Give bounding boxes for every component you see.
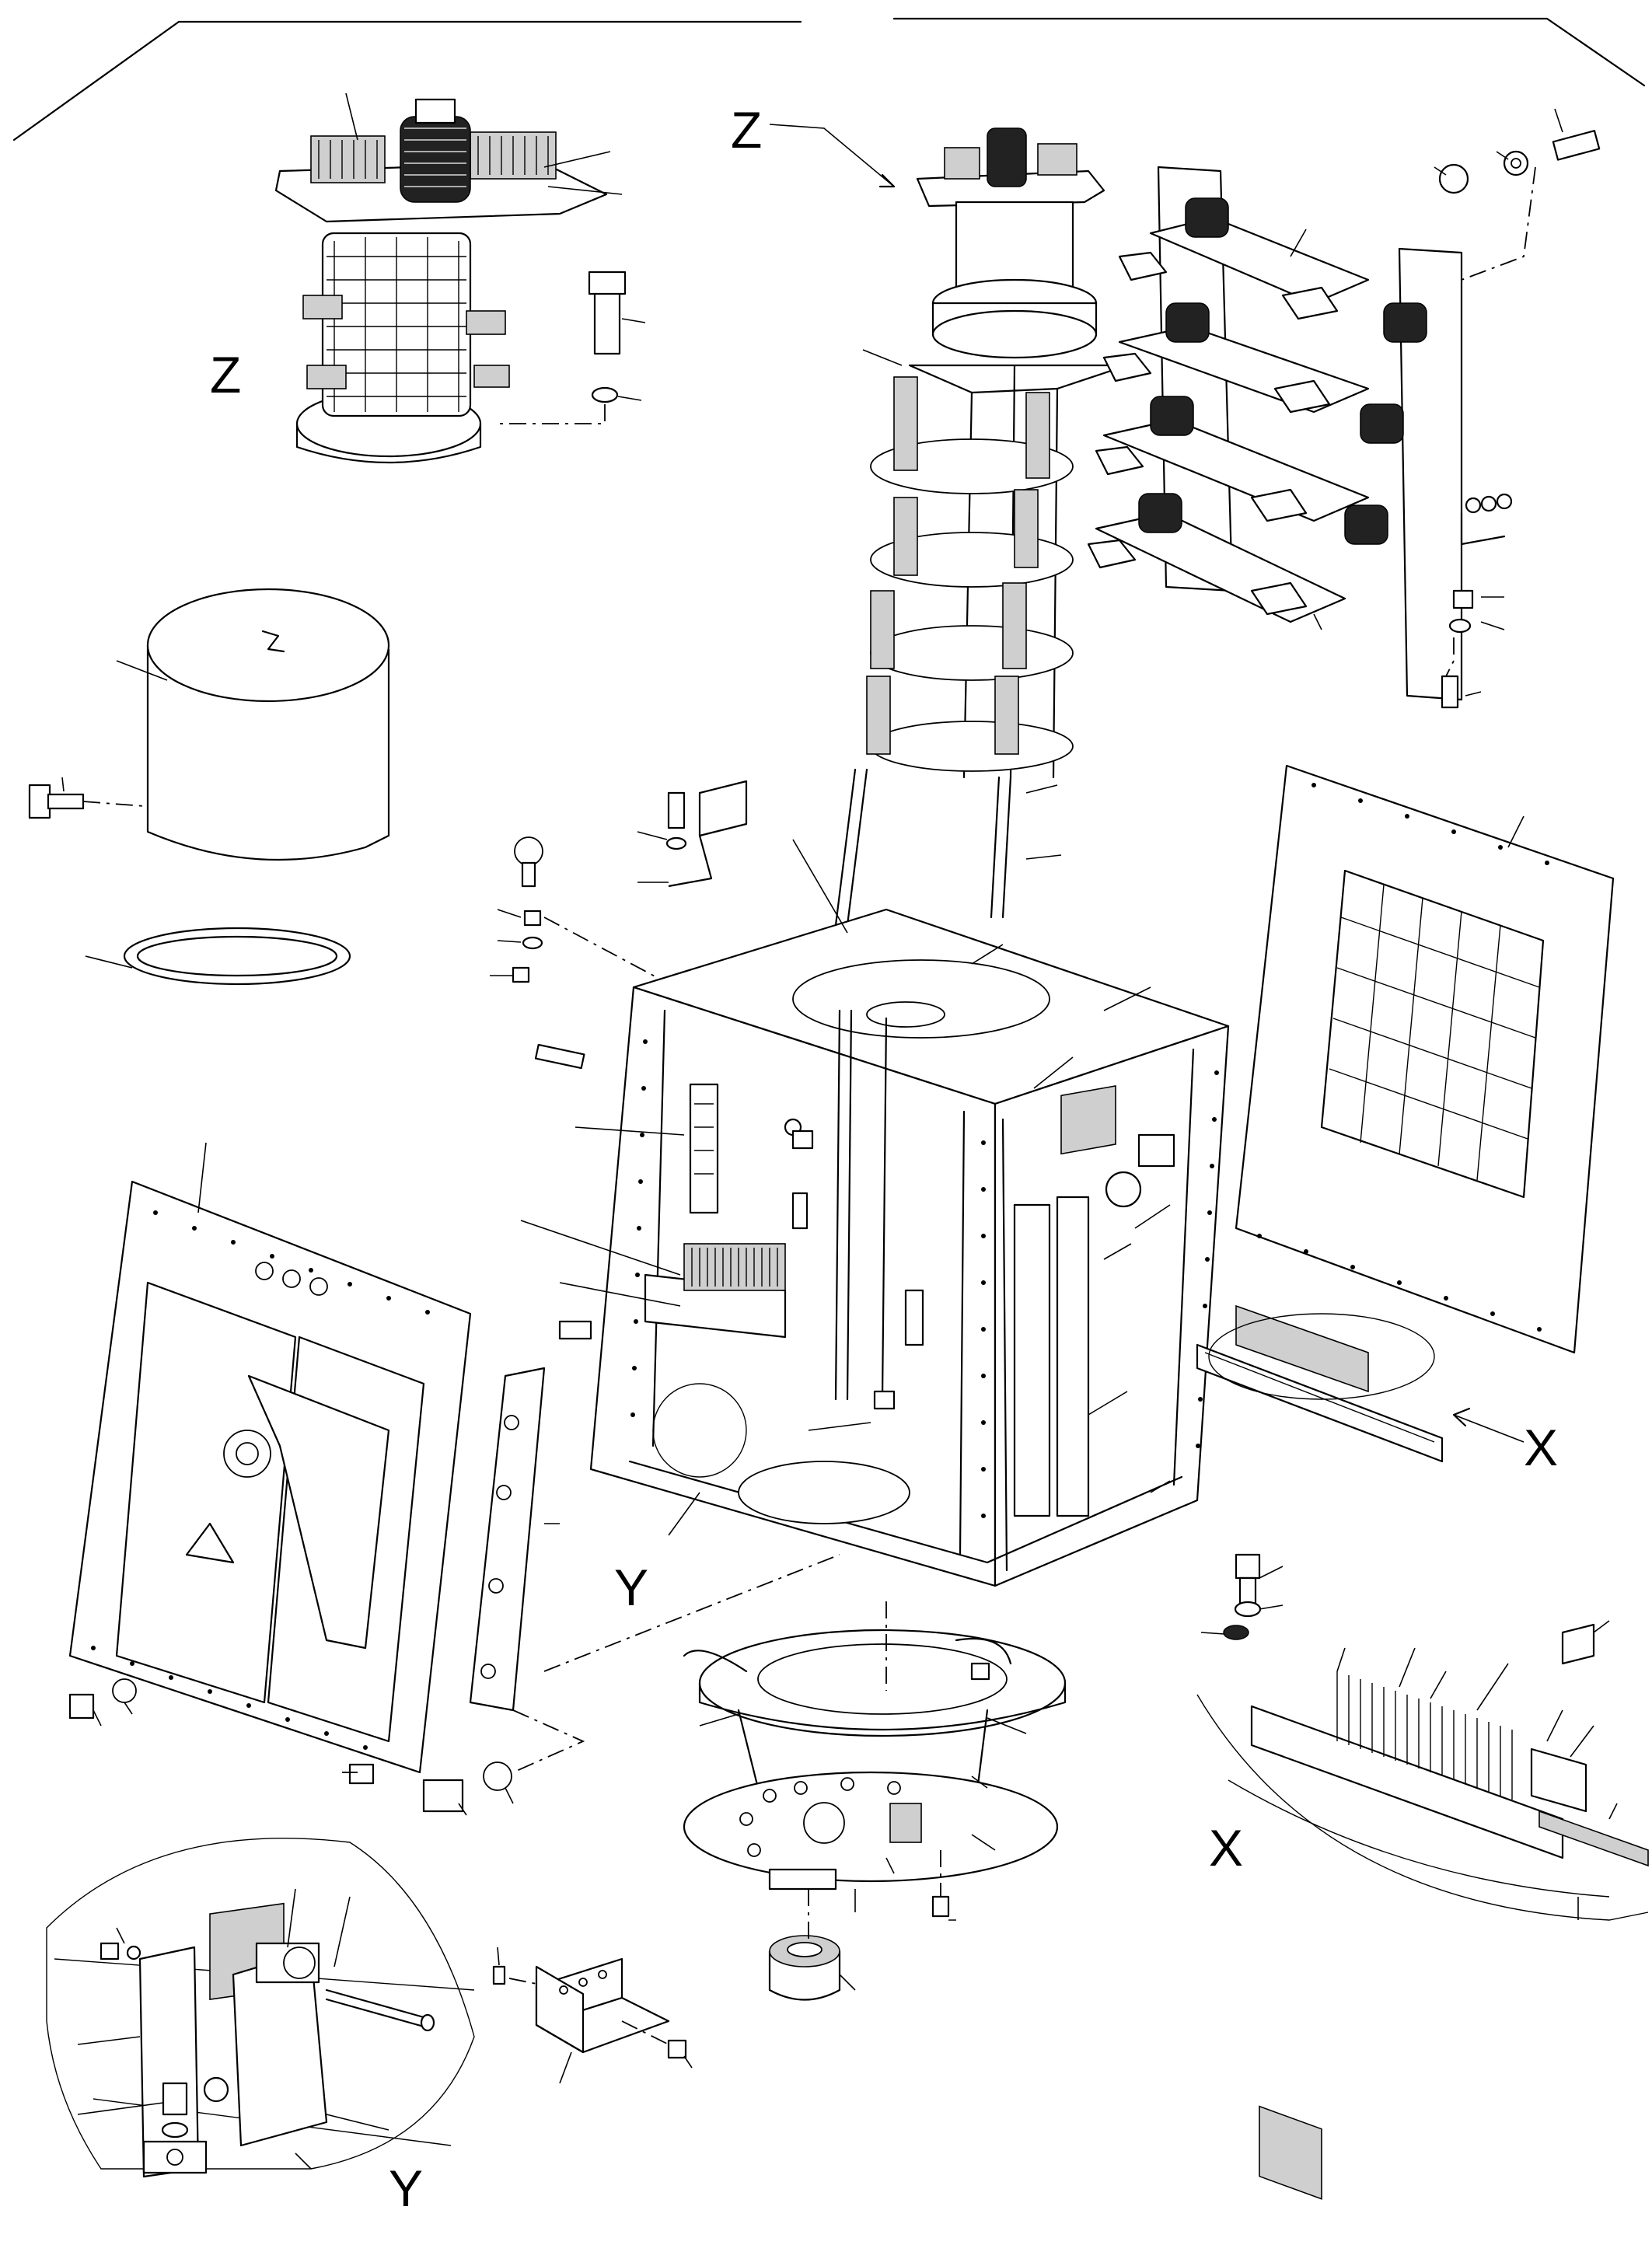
- front-door-panel: [68, 1142, 514, 1816]
- terminal-strip-x: X: [1196, 1304, 1558, 1476]
- base-assembly: [683, 1601, 1067, 2001]
- cylinder-cover: [28, 588, 390, 986]
- callout-z-main: Z: [731, 101, 762, 159]
- detail-y-mechanism: Y: [46, 1838, 475, 2217]
- rear-panel-with-grid: [1235, 764, 1615, 1354]
- column-insulators: [866, 376, 1050, 755]
- callout-y-detail: Y: [389, 2159, 423, 2217]
- callout-z-detail: Z: [210, 346, 241, 403]
- detail-z-tap-changer: Z: [210, 93, 646, 464]
- side-strip-panel: [469, 1367, 840, 1773]
- frame-lines: [12, 17, 1646, 141]
- detail-x-terminal-strip: X: [1196, 1553, 1649, 2200]
- terminal-bars: [1087, 108, 1601, 709]
- main-cabinet: Y: [490, 780, 1230, 1616]
- tap-changer-column: Z: [731, 101, 1129, 1058]
- callout-y-main: Y: [614, 1559, 648, 1616]
- angle-bracket: [492, 1947, 693, 2084]
- callout-x-main: X: [1524, 1419, 1558, 1476]
- callout-x-detail: X: [1209, 1819, 1243, 1877]
